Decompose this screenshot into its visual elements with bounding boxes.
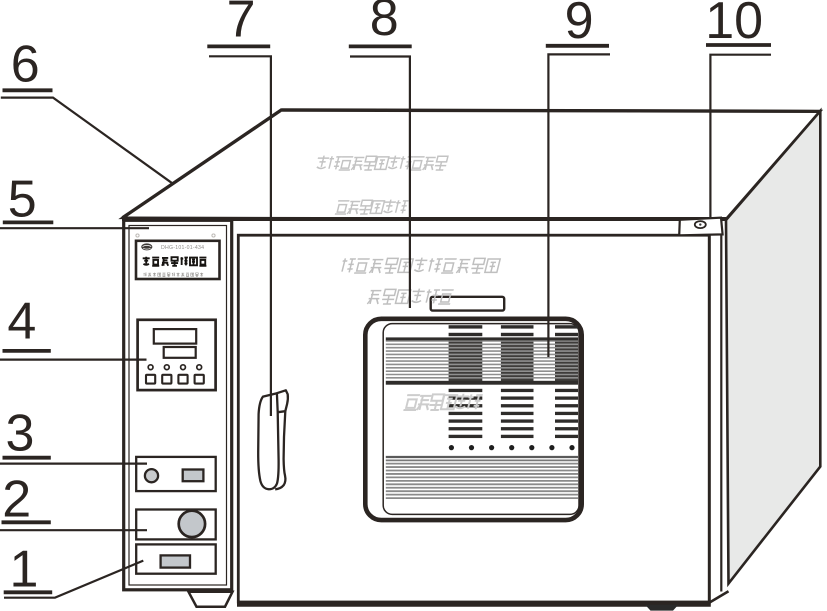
svg-text:10: 10 [705,0,763,50]
svg-text:3: 3 [6,405,35,463]
svg-text:4: 4 [7,293,36,351]
svg-text:9: 9 [565,0,594,50]
svg-text:7: 7 [227,0,256,49]
svg-text:5: 5 [8,171,37,229]
svg-text:8: 8 [370,0,399,47]
svg-text:2: 2 [2,471,31,529]
svg-text:DHG-101-01-434: DHG-101-01-434 [161,245,204,251]
svg-text:1: 1 [10,541,39,599]
svg-text:6: 6 [11,36,40,94]
